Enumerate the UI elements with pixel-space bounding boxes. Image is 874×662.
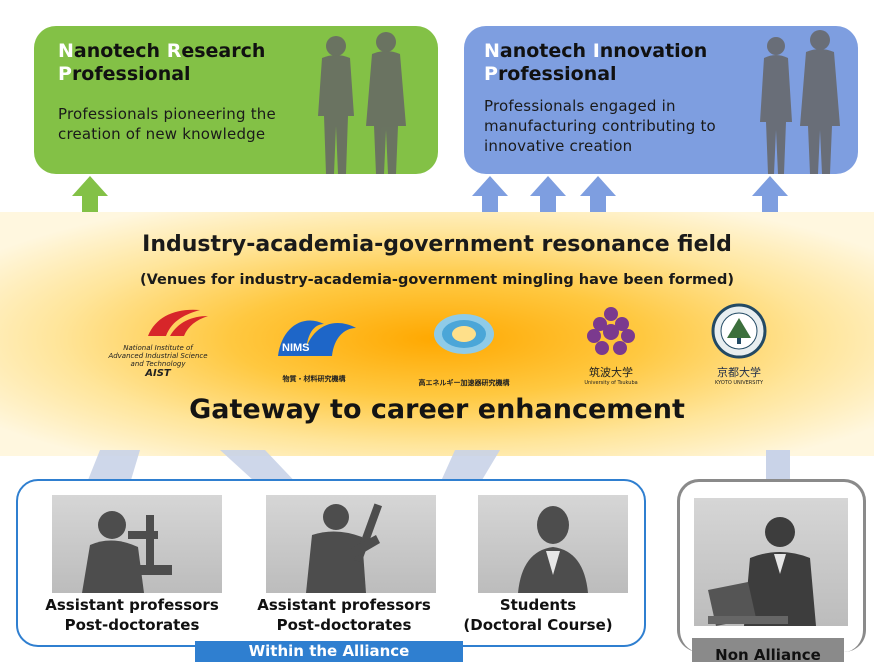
non-alliance-box xyxy=(677,479,866,652)
research-professional-box: Nanotech Research Professional Professio… xyxy=(34,26,438,174)
nims-mark-icon: NIMS xyxy=(278,320,356,356)
student-photo xyxy=(478,495,628,593)
kyoto-logo: 京都大学 KYOTO UNIVERSITY xyxy=(700,302,778,390)
innovation-professional-description: Professionals engaged in manufacturing c… xyxy=(484,97,716,155)
person-label-3: Students(Doctoral Course) xyxy=(463,596,613,634)
resonance-field-title: Industry-academia-government resonance f… xyxy=(142,232,732,257)
microscope-researcher-photo xyxy=(52,495,222,593)
researcher-silhouette xyxy=(82,511,172,593)
research-professional-description: Professionals pioneering the creation of… xyxy=(58,105,276,143)
tsukuba-logo: 筑波大学 University of Tsukuba xyxy=(566,302,656,390)
within-alliance-tag: Within the Alliance xyxy=(195,641,463,662)
up-arrow-icon xyxy=(530,176,566,214)
aist-logo: National Institute of Advanced Industria… xyxy=(96,306,220,386)
aist-swoosh-icon xyxy=(148,309,208,336)
kyoto-seal-icon xyxy=(711,303,767,359)
svg-text:NIMS: NIMS xyxy=(282,342,310,354)
business-people-silhouette xyxy=(318,32,406,174)
gateway-title: Gateway to career enhancement xyxy=(189,394,685,425)
up-arrow-icon xyxy=(752,176,788,214)
tsukuba-emblem-icon xyxy=(587,307,635,355)
non-alliance-tag: Non Alliance xyxy=(692,638,844,662)
research-professional-title: Nanotech Research Professional xyxy=(58,40,266,85)
up-arrow-icon xyxy=(472,176,508,214)
kek-rings-icon xyxy=(434,314,494,354)
student-silhouette xyxy=(518,506,588,593)
up-arrow-icon xyxy=(580,176,616,214)
researcher-silhouette xyxy=(306,503,383,593)
up-arrow-icon xyxy=(72,176,108,214)
laptop-worker-photo xyxy=(694,498,848,626)
innovation-professional-title: Nanotech Innovation Professional xyxy=(484,40,708,85)
laptop-worker-silhouette xyxy=(708,517,816,626)
resonance-field-subtitle: (Venues for industry-academia-government… xyxy=(139,272,734,288)
lab-researcher-photo xyxy=(266,495,436,593)
nims-logo: NIMS 物質・材料研究機構 xyxy=(264,306,364,386)
innovation-professional-box: Nanotech Innovation Professional Profess… xyxy=(464,26,858,174)
business-people-silhouette xyxy=(760,30,840,174)
kek-logo: 高エネルギー加速器研究機構 xyxy=(404,308,524,387)
